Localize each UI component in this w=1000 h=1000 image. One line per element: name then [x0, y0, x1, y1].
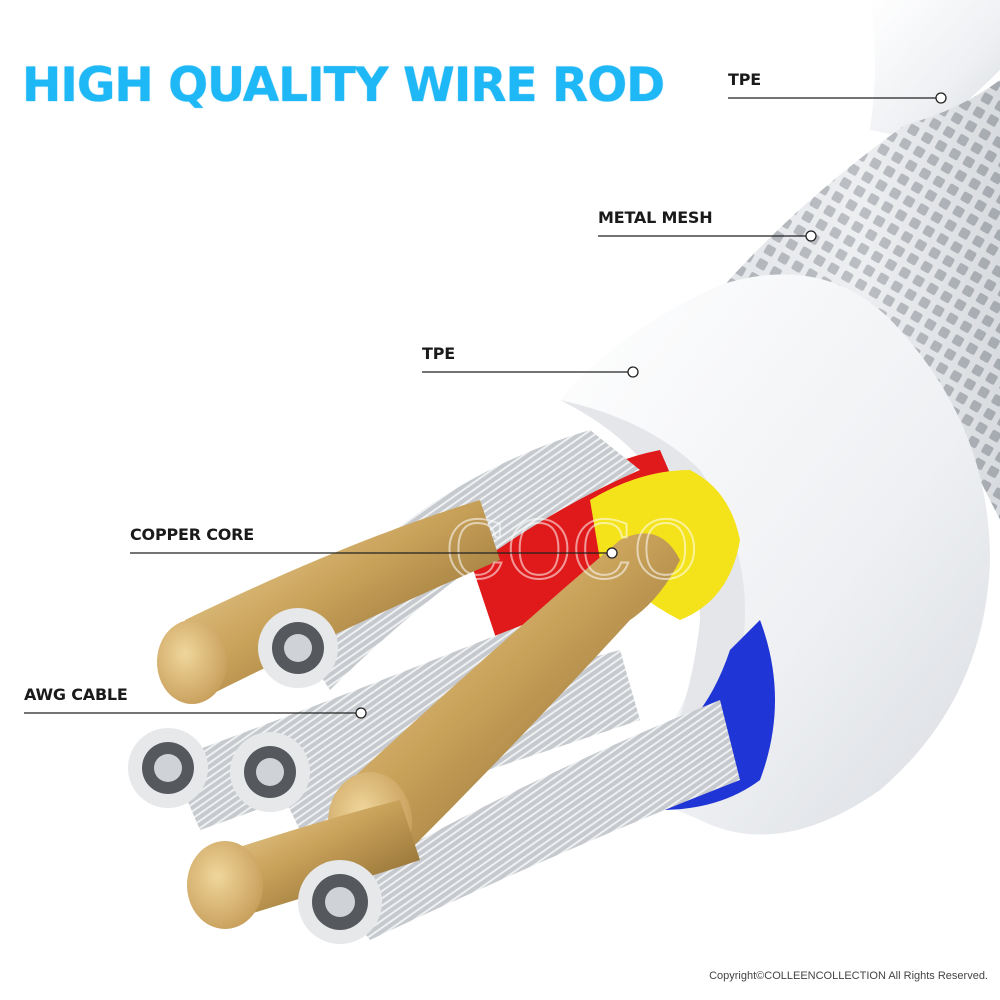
leader-dot-tpe-inner [627, 366, 639, 378]
copyright-notice: Copyright©COLLEENCOLLECTION All Rights R… [709, 970, 988, 982]
awg-strand-bundle-bottom [330, 700, 740, 940]
leader-dot-copper-core [606, 547, 618, 559]
leader-dot-tpe-outer [935, 92, 947, 104]
strand-end-top [258, 608, 338, 688]
watermark: COCO [445, 504, 699, 597]
outer-tpe-jacket [870, 0, 1000, 140]
label-awg-cable: AWG CABLE [24, 685, 128, 704]
label-tpe-inner: TPE [422, 344, 455, 363]
label-tpe-outer: TPE [728, 70, 761, 89]
copper-rod-top-end [157, 620, 227, 704]
leader-dot-awg-cable [355, 707, 367, 719]
page-title: HIGH QUALITY WIRE ROD [22, 58, 665, 113]
inner-tpe-jacket [560, 274, 990, 835]
label-metal-mesh: METAL MESH [598, 208, 713, 227]
copper-rod-bottom-end [187, 841, 263, 929]
leader-dot-metal-mesh [805, 230, 817, 242]
copper-rod-main [340, 533, 680, 860]
strand-end-left [128, 728, 208, 808]
label-copper-core: COPPER CORE [130, 525, 255, 544]
strand-end-center [230, 732, 310, 812]
strand-end-bottom [298, 860, 382, 944]
